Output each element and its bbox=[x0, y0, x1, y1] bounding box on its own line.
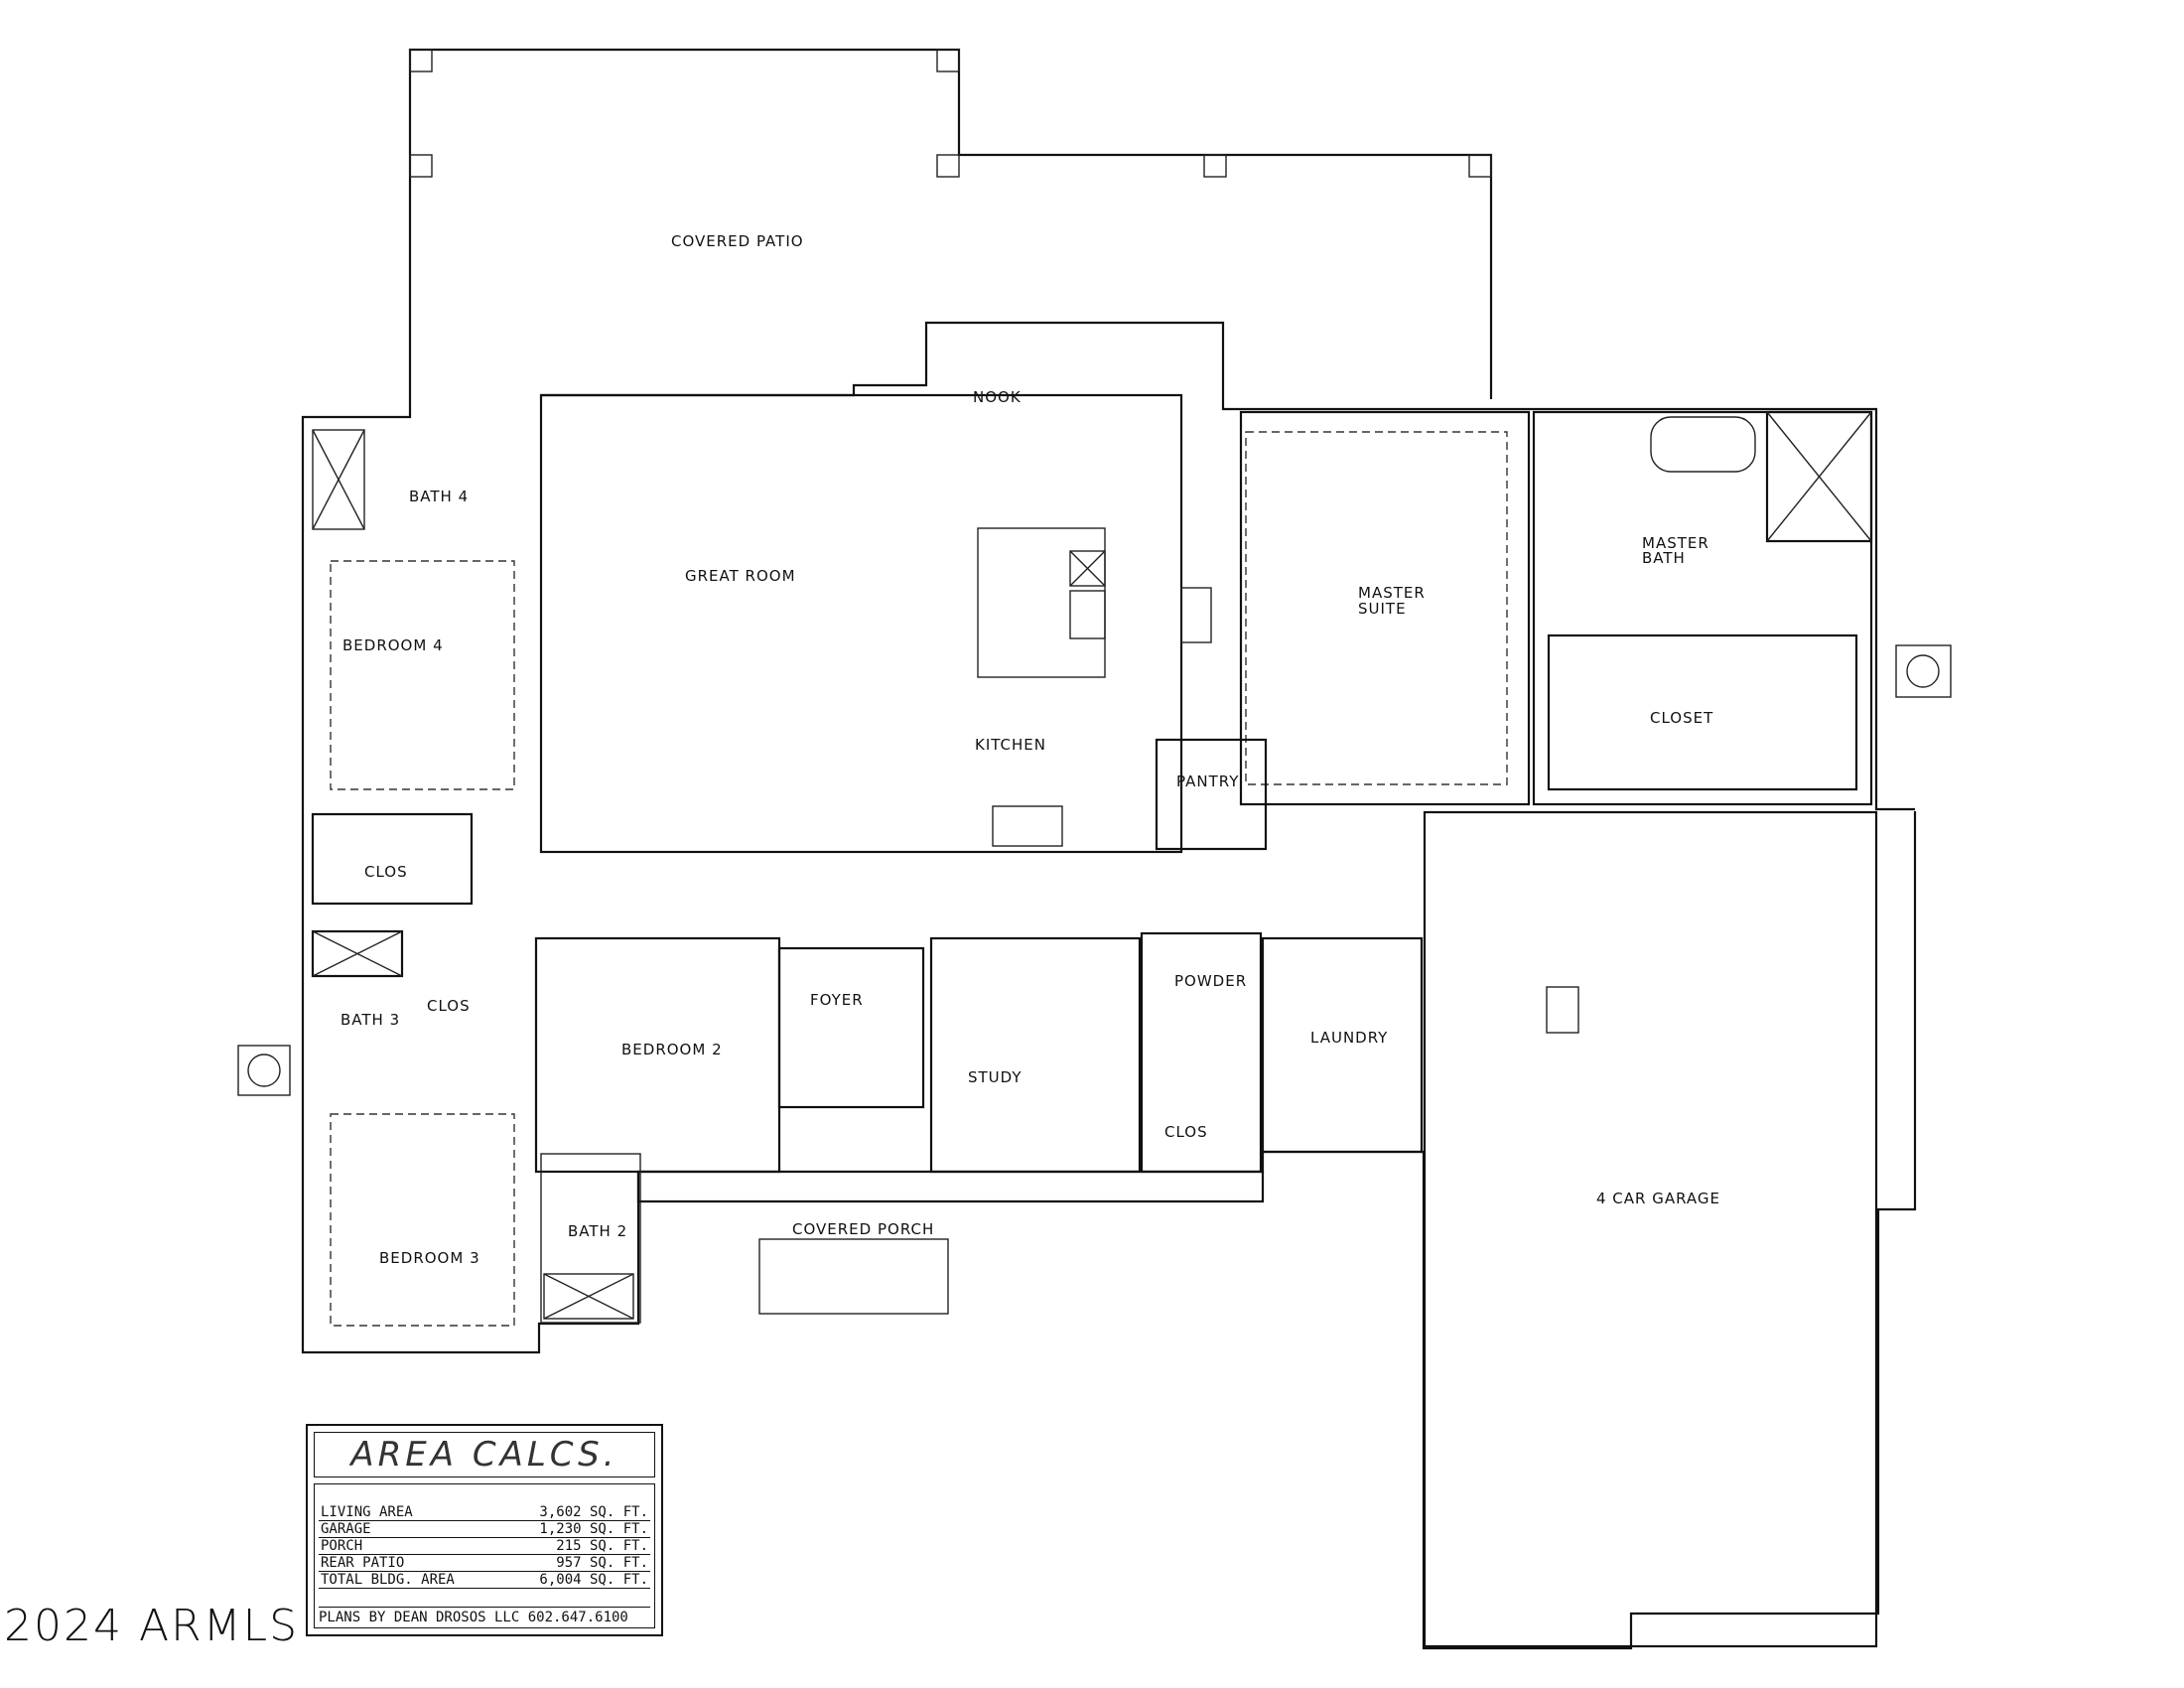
label-garage: 4 CAR GARAGE bbox=[1596, 1190, 1720, 1207]
label-clos-bath3: CLOS bbox=[427, 997, 471, 1015]
label-foyer: FOYER bbox=[810, 991, 864, 1009]
label-nook: NOOK bbox=[973, 388, 1022, 406]
label-bedroom-3: BEDROOM 3 bbox=[379, 1249, 480, 1267]
label-bath-2: BATH 2 bbox=[568, 1222, 627, 1240]
label-powder: POWDER bbox=[1174, 972, 1247, 990]
area-calcs-title: AREA CALCS. bbox=[314, 1432, 655, 1477]
label-bedroom-2: BEDROOM 2 bbox=[621, 1041, 723, 1058]
label-bath-3: BATH 3 bbox=[341, 1011, 400, 1029]
area-calcs-footer: PLANS BY DEAN DROSOS LLC 602.647.6100 bbox=[319, 1607, 650, 1625]
label-bedroom-4: BEDROOM 4 bbox=[342, 636, 444, 654]
watermark: 2024 ARMLS bbox=[4, 1601, 300, 1651]
label-clos-powder: CLOS bbox=[1164, 1123, 1208, 1141]
label-bath-4: BATH 4 bbox=[409, 488, 469, 505]
label-great-room: GREAT ROOM bbox=[685, 567, 796, 585]
label-laundry: LAUNDRY bbox=[1310, 1029, 1388, 1047]
label-master-bath-2: BATH bbox=[1642, 549, 1686, 567]
label-covered-porch: COVERED PORCH bbox=[792, 1220, 934, 1238]
label-master-suite-2: SUITE bbox=[1358, 600, 1407, 618]
label-master-bath-1: MASTER bbox=[1642, 534, 1709, 552]
label-study: STUDY bbox=[968, 1068, 1023, 1086]
room-labels: COVERED PATIO NOOK GREAT ROOM KITCHEN BA… bbox=[341, 232, 1720, 1267]
label-covered-patio: COVERED PATIO bbox=[671, 232, 804, 250]
label-closet: CLOSET bbox=[1650, 709, 1713, 727]
house-walls bbox=[237, 321, 1952, 1650]
label-master-suite-1: MASTER bbox=[1358, 584, 1426, 602]
label-kitchen: KITCHEN bbox=[975, 736, 1046, 754]
covered-patio bbox=[408, 48, 1493, 399]
label-clos-bed4: CLOS bbox=[364, 863, 408, 881]
label-pantry: PANTRY bbox=[1176, 773, 1239, 790]
